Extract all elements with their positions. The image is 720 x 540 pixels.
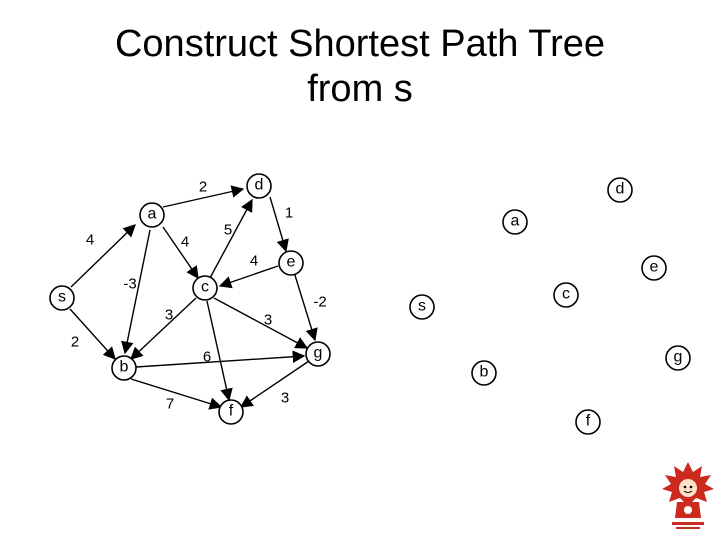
weight-s-b: 2: [71, 334, 79, 351]
svg-text:s: s: [58, 289, 66, 306]
tree-node-s: s: [409, 294, 435, 320]
edge-a-b: [121, 229, 151, 355]
svg-text:a: a: [511, 213, 520, 230]
weight-a-b: -3: [123, 276, 136, 293]
edge-e-c: [218, 265, 279, 289]
svg-text:b: b: [120, 359, 129, 376]
tree-node-f: f: [575, 409, 601, 435]
edge-c-g: [213, 297, 309, 349]
edge-g-f: [239, 360, 310, 408]
svg-text:g: g: [314, 345, 323, 362]
weight-b-g: 6: [203, 349, 211, 366]
graph-node-b: b: [111, 355, 137, 381]
slide-title-line1: Construct Shortest Path Tree: [114, 23, 605, 65]
svg-text:d: d: [255, 177, 264, 194]
weight-d-e: 1: [285, 205, 293, 222]
slide-title-line2: from s: [307, 68, 413, 110]
svg-text:e: e: [650, 259, 659, 276]
graph-node-c: c: [192, 275, 218, 301]
graph-node-d: d: [246, 173, 272, 199]
edge-b-f: [130, 378, 223, 410]
tree-node-d: d: [607, 177, 633, 203]
graph-node-e: e: [278, 250, 304, 276]
edge-c-b: [130, 297, 197, 360]
svg-text:c: c: [201, 279, 209, 296]
weight-a-c: 4: [181, 234, 189, 251]
tree-node-b: b: [471, 360, 497, 386]
edge-s-b: [69, 308, 116, 360]
slide-title: Construct Shortest Path Tree from s: [0, 22, 720, 112]
edge-weights: 4 2 2 4 -3 5 1 4 3 3 -2 6 7 3: [71, 179, 327, 413]
graph-node-f: f: [218, 399, 244, 425]
tree-node-e: e: [641, 255, 667, 281]
tree-nodes: d a e c s g b f: [409, 177, 691, 435]
graph-edges: [69, 185, 318, 410]
weight-e-c: 4: [250, 253, 258, 270]
graph-nodes: s a d e c b g f: [49, 173, 331, 425]
weight-s-a: 4: [86, 232, 94, 249]
svg-text:g: g: [674, 349, 683, 366]
edge-c-f: [206, 300, 233, 402]
mascot-logo: [662, 462, 714, 529]
weight-c-d: 5: [224, 222, 232, 239]
weight-g-f: 3: [281, 390, 289, 407]
svg-text:f: f: [586, 413, 591, 430]
tree-node-g: g: [665, 345, 691, 371]
edge-c-d: [209, 198, 253, 279]
edge-a-c: [162, 226, 199, 280]
tree-node-c: c: [553, 282, 579, 308]
weight-e-g: -2: [313, 294, 326, 311]
svg-text:d: d: [616, 181, 625, 198]
svg-text:a: a: [148, 206, 157, 223]
svg-text:s: s: [418, 298, 426, 315]
graph-node-s: s: [49, 285, 75, 311]
edge-d-e: [269, 196, 289, 253]
svg-text:e: e: [287, 254, 296, 271]
svg-text:c: c: [562, 286, 570, 303]
weight-a-d: 2: [199, 179, 207, 196]
edge-e-g: [293, 271, 318, 342]
svg-text:f: f: [229, 403, 234, 420]
tree-node-a: a: [502, 209, 528, 235]
weight-b-f: 7: [166, 396, 174, 413]
graph-node-a: a: [139, 202, 165, 228]
weight-c-b: 3: [165, 307, 173, 324]
edge-s-a: [70, 224, 136, 288]
graph-node-g: g: [305, 341, 331, 367]
edge-a-d: [162, 185, 245, 208]
weight-c-g: 3: [264, 312, 272, 329]
svg-text:b: b: [480, 364, 489, 381]
